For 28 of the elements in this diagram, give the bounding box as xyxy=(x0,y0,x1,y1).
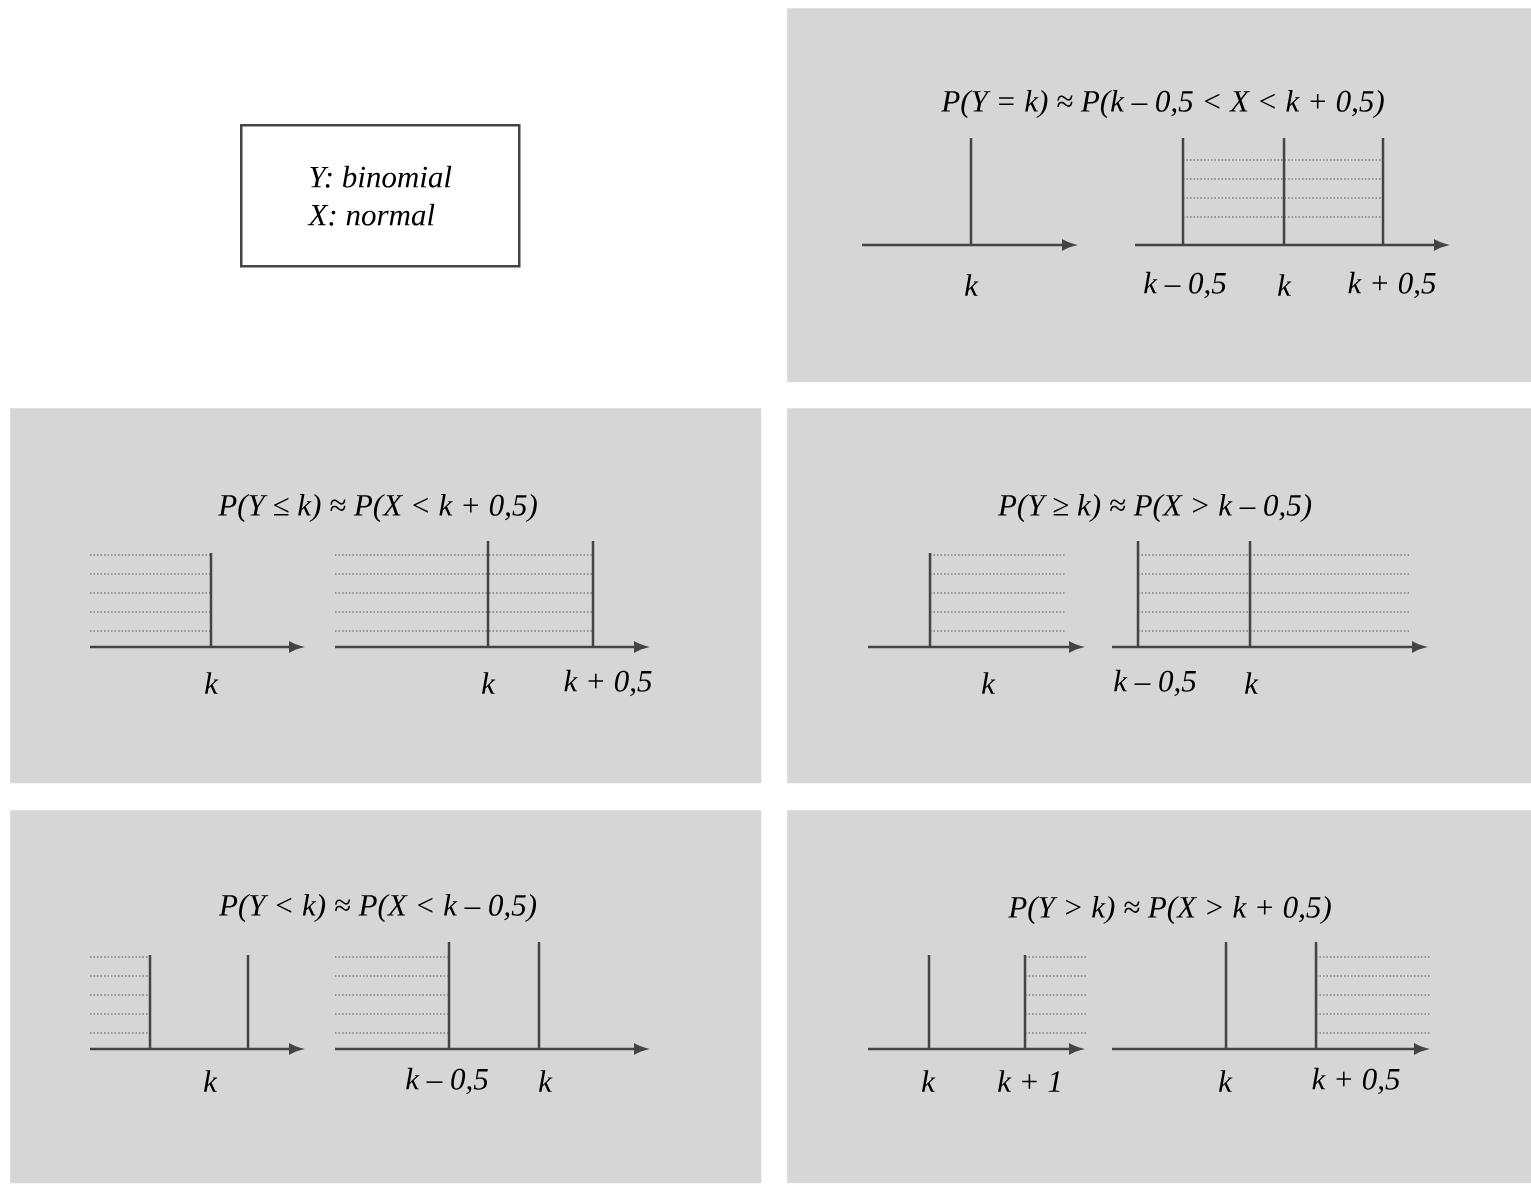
formula: P(Y = k) ≈ P(k – 0,5 < X < k + 0,5) xyxy=(941,89,1384,119)
formula: P(Y ≤ k) ≈ P(X < k + 0,5) xyxy=(218,493,537,523)
axis-label: k xyxy=(982,672,996,694)
key-box: Y: binomial X: normal xyxy=(240,124,521,268)
axis-label: k xyxy=(539,1070,553,1092)
panel xyxy=(10,408,762,784)
axis-label: k + 1 xyxy=(998,1070,1060,1092)
panel xyxy=(787,408,1531,784)
axis-label: k xyxy=(1245,672,1259,694)
axis-label: k + 0,5 xyxy=(1348,271,1436,299)
axis-label: k xyxy=(205,672,219,694)
formula: P(Y ≥ k) ≈ P(X > k – 0,5) xyxy=(997,493,1312,523)
formula: P(Y < k) ≈ P(X < k – 0,5) xyxy=(218,893,537,923)
axis-label: k xyxy=(922,1070,936,1092)
axis-label: k xyxy=(1278,274,1292,296)
axis-label: k xyxy=(965,274,979,296)
axis-label: k + 0,5 xyxy=(564,669,652,697)
formula: P(Y > k) ≈ P(X > k + 0,5) xyxy=(1008,895,1331,925)
panel xyxy=(10,810,762,1184)
panel xyxy=(787,8,1531,383)
axis-label: k xyxy=(204,1070,218,1092)
panel xyxy=(787,810,1531,1184)
axis-label: k – 0,5 xyxy=(1144,271,1226,299)
axis-label: k – 0,5 xyxy=(1114,669,1196,697)
axis-label: k xyxy=(482,672,496,694)
axis-label: k + 0,5 xyxy=(1312,1067,1400,1095)
axis-label: k – 0,5 xyxy=(406,1067,488,1095)
axis-label: k xyxy=(1219,1070,1233,1092)
